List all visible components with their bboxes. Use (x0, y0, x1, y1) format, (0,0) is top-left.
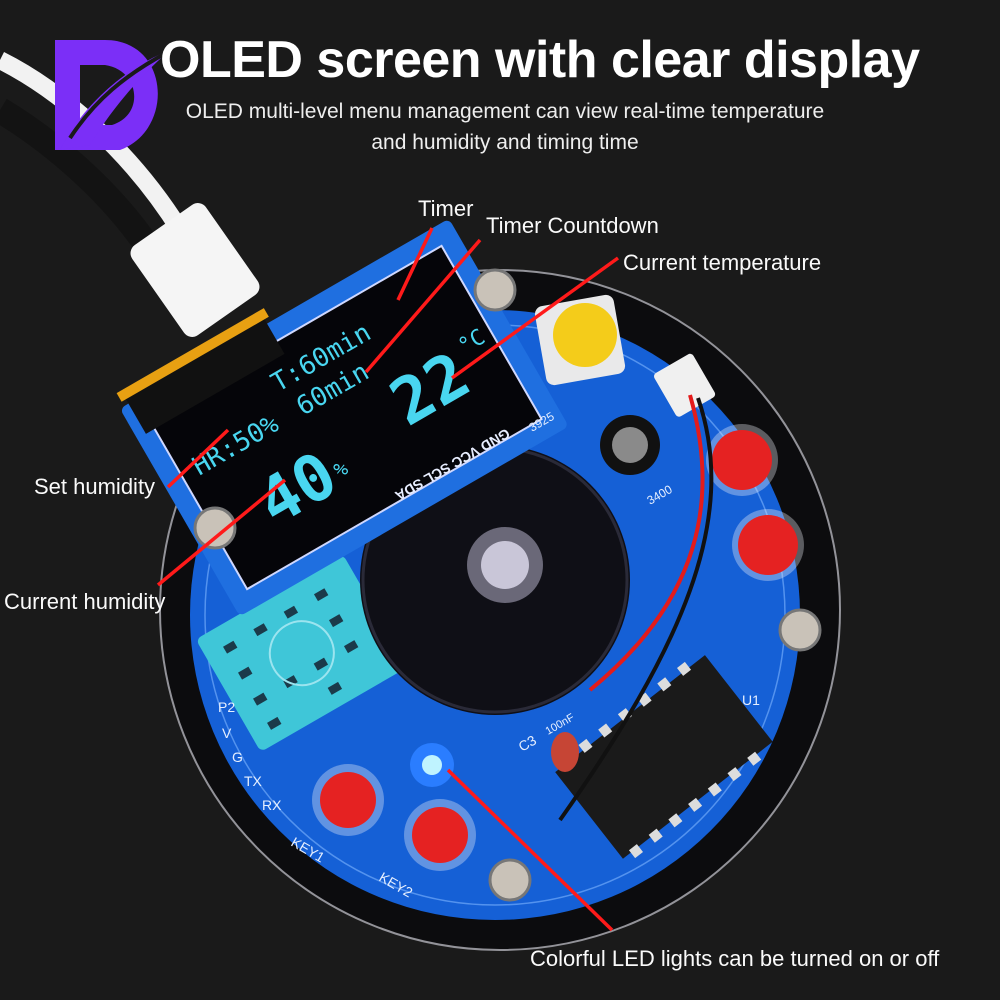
callout-lines (156, 227, 620, 932)
humidity-sensor (197, 556, 406, 750)
silk-u1: U1 (742, 692, 760, 708)
silk-pin-v: V (222, 725, 232, 741)
callout-timer: Timer (418, 196, 474, 221)
page-title: OLED screen with clear display (160, 31, 920, 89)
brand-logo-icon (55, 40, 170, 150)
oled-module (116, 220, 567, 615)
red-buttons (312, 424, 804, 871)
subtitle-line-2: and humidity and timing time (371, 131, 639, 154)
callout-current-temperature: Current temperature (623, 250, 822, 275)
silk-pin-rx: RX (262, 797, 282, 813)
callout-led-lights: Colorful LED lights can be turned on or … (530, 946, 940, 971)
capacitor (551, 732, 579, 772)
callout-timer-countdown: Timer Countdown (486, 213, 659, 238)
subtitle-line-1: OLED multi-level menu management can vie… (185, 100, 825, 123)
silk-c3: C3 (516, 732, 540, 755)
callout-current-humidity: Current humidity (4, 589, 166, 614)
silk-pin-tx: TX (244, 773, 263, 789)
callout-set-humidity: Set humidity (34, 474, 156, 499)
screws (193, 268, 822, 902)
yellow-button (534, 294, 626, 386)
silk-p2: P2 (218, 699, 235, 715)
silk-pin-g: G (232, 749, 243, 765)
